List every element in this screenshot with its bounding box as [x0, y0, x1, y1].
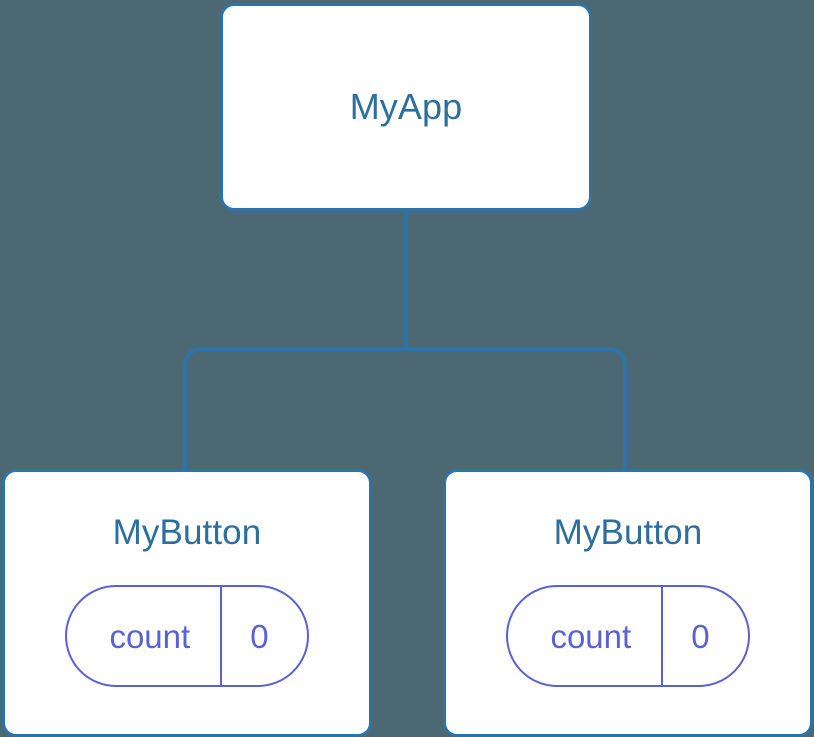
connector-branch-right [406, 347, 627, 470]
state-value: 0 [691, 617, 710, 655]
node-mybutton-2[interactable]: MyButton count 0 [443, 469, 813, 737]
node-title: MyApp [349, 86, 463, 127]
state-divider [661, 587, 664, 685]
state-divider [220, 587, 223, 685]
connector-branch-left [183, 347, 406, 470]
node-mybutton-1[interactable]: MyButton count 0 [2, 469, 372, 737]
state-pill[interactable]: count 0 [65, 585, 309, 687]
node-title: MyButton [112, 513, 262, 552]
state-key: count [109, 617, 191, 655]
state-key: count [550, 617, 632, 655]
state-value: 0 [250, 617, 269, 655]
state-pill[interactable]: count 0 [506, 585, 750, 687]
node-myapp[interactable]: MyApp [220, 3, 592, 211]
node-title: MyButton [553, 513, 703, 552]
